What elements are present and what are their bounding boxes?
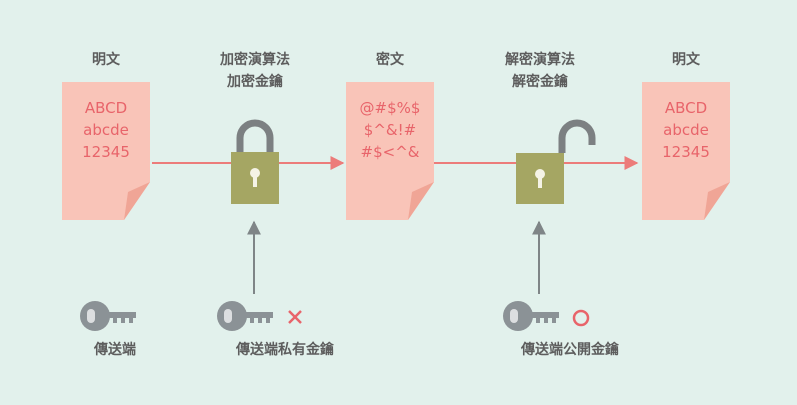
ciphertext-content: @#$%$ $^&!# #$<^& xyxy=(346,97,434,163)
lock-open-icon xyxy=(516,119,596,204)
doc-line: abcde xyxy=(83,121,129,139)
doc-line: $^&!# xyxy=(363,121,417,139)
public-key-icon xyxy=(503,301,559,331)
decrypt-algorithm-label: 解密演算法 xyxy=(505,52,575,68)
doc-line: 12345 xyxy=(662,143,710,161)
private-key-icon xyxy=(217,301,273,331)
cross-mark-icon xyxy=(288,310,302,324)
encrypt-key-label: 加密金鑰 xyxy=(227,74,283,90)
sender-private-key-label: 傳送端私有金鑰 xyxy=(236,342,334,358)
ciphertext-document xyxy=(346,82,434,220)
lock-closed-icon xyxy=(231,119,279,204)
circle-mark-icon xyxy=(572,309,590,327)
plaintext-content-left: ABCD abcde 12345 xyxy=(62,97,150,163)
sender-key-icon xyxy=(80,301,136,331)
encrypt-algorithm-label: 加密演算法 xyxy=(220,52,290,68)
doc-line: ABCD xyxy=(84,99,128,117)
sender-public-key-label: 傳送端公開金鑰 xyxy=(521,342,619,358)
plaintext-label-right: 明文 xyxy=(672,52,700,68)
doc-line: ABCD xyxy=(664,99,708,117)
ciphertext-label: 密文 xyxy=(376,52,404,68)
doc-line: abcde xyxy=(663,121,709,139)
plaintext-content-right: ABCD abcde 12345 xyxy=(642,97,730,163)
doc-line: #$<^& xyxy=(360,143,420,161)
plaintext-label-left: 明文 xyxy=(92,52,120,68)
doc-line: 12345 xyxy=(82,143,130,161)
doc-line: @#$%$ xyxy=(359,99,421,117)
plaintext-document-right xyxy=(642,82,730,220)
plaintext-document-left xyxy=(62,82,150,220)
decrypt-key-label: 解密金鑰 xyxy=(512,74,568,90)
sender-label: 傳送端 xyxy=(94,342,136,358)
